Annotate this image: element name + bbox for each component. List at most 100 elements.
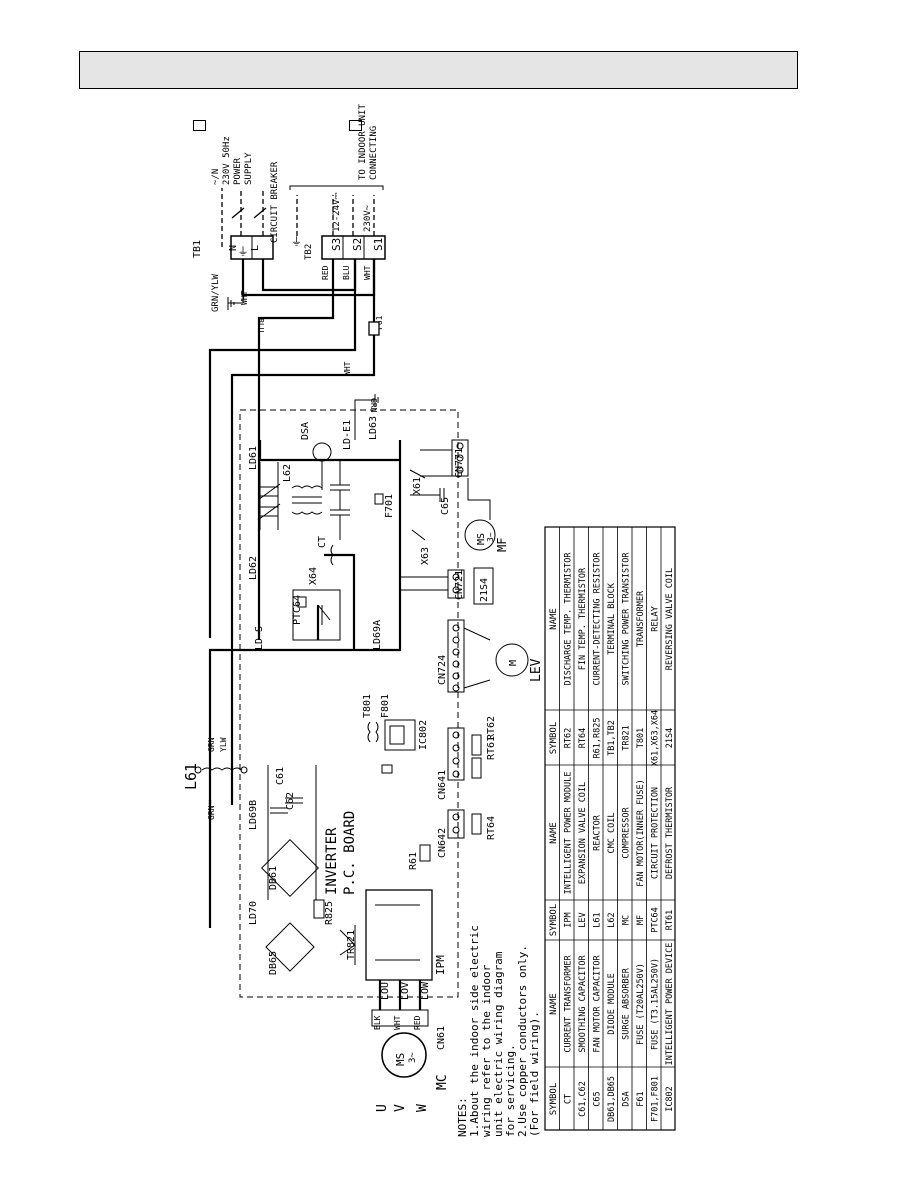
legend-name-cell: DIODE MODULE <box>607 973 617 1034</box>
svg-text:LEV: LEV <box>529 658 544 682</box>
svg-text:F701: F701 <box>384 494 395 518</box>
svg-text:C65: C65 <box>440 497 451 515</box>
legend-symbol-cell: IC802 <box>665 1086 675 1112</box>
svg-text:X63: X63 <box>420 547 431 565</box>
legend-symbol-cell: RT62 <box>564 728 574 748</box>
svg-text:C61: C61 <box>275 767 286 785</box>
component-labels: LD61 LD62 LD63 LD-E1 LD-S LD69A LD69B LD… <box>182 416 544 1112</box>
legend-name-cell: TRANSFORMER <box>636 590 646 647</box>
supply-line: 230V 50Hz <box>222 136 232 185</box>
svg-text:LD63: LD63 <box>368 416 379 440</box>
svg-text:L62: L62 <box>282 464 293 482</box>
svg-text:CN721: CN721 <box>454 570 465 600</box>
legend-symbol-cell: LEV <box>578 912 588 927</box>
svg-text:LOV: LOV <box>400 982 411 1000</box>
tb1-block: TB1 ⏚ N L CIRCUIT BREAKER ~/N 230V 50Hz … <box>192 136 280 312</box>
notes-line: 2.Use copper conductors only. <box>516 945 529 1137</box>
supply-line: SUPPLY <box>244 152 254 185</box>
svg-text:PTC64: PTC64 <box>292 595 303 625</box>
indoor-line: TO INDOOR UNIT <box>358 104 368 180</box>
voltage-dc: 12-24V⎓ <box>332 192 342 232</box>
svg-text:LD69B: LD69B <box>248 800 259 830</box>
tb1-terminal: N <box>228 245 239 251</box>
svg-text:TR821: TR821 <box>346 930 357 960</box>
legend-name-cell: COMPRESSOR <box>622 807 632 859</box>
legend-name-cell: DEFROST THERMISTOR <box>665 786 675 879</box>
svg-text:RT62: RT62 <box>486 716 497 740</box>
legend-symbol-cell: F701,F801 <box>651 1076 661 1122</box>
tb2-terminal: S3 <box>330 238 343 251</box>
svg-text:MF: MF <box>495 538 509 552</box>
wire-label-grn: GRN <box>369 398 378 413</box>
notes-line: NOTES: <box>456 1097 469 1137</box>
svg-text:M: M <box>508 660 519 666</box>
wire-label-wht: WHT <box>343 361 352 376</box>
legend-name-cell: FUSE (T3.15AL250V) <box>651 958 661 1050</box>
svg-text:LD70: LD70 <box>248 901 259 925</box>
legend-name-cell: REACTOR <box>593 814 603 851</box>
svg-text:YLW: YLW <box>219 737 228 752</box>
legend-name-cell: REVERSING VALVE COIL <box>665 568 675 670</box>
notes-line: unit electric wiring diagram <box>492 951 505 1137</box>
legend-symbol-cell: L61 <box>593 912 603 927</box>
svg-text:LD-S: LD-S <box>254 626 265 650</box>
tb1-terminal: ⏚ <box>238 245 249 258</box>
svg-text:LD-E1: LD-E1 <box>342 420 353 450</box>
header-bar <box>79 51 798 89</box>
legend-header: NAME <box>549 993 559 1015</box>
svg-text:DSA: DSA <box>300 422 311 440</box>
notes-block: NOTES: 1.About the indoor side electric … <box>456 925 541 1137</box>
legend-symbol-cell: MC <box>622 915 632 925</box>
ground-symbol: ⏚ <box>291 235 302 248</box>
legend-name-cell: FUSE (T20AL250V) <box>636 963 646 1045</box>
svg-text:3~: 3~ <box>486 532 495 542</box>
legend-symbol-cell: DSA <box>622 1091 632 1106</box>
legend-symbol-cell: F61 <box>636 1091 646 1106</box>
svg-text:LOU: LOU <box>380 982 391 1000</box>
supply-line: POWER <box>233 157 243 185</box>
legend-name-cell: CMC COIL <box>607 813 617 854</box>
svg-text:X64: X64 <box>308 567 319 585</box>
legend-name-cell: SWITCHING POWER TRANSISTOR <box>622 552 632 686</box>
svg-text:F801: F801 <box>380 694 391 718</box>
wire-label-blu: BLU <box>342 265 351 280</box>
svg-text:WHT: WHT <box>393 1015 402 1030</box>
svg-text:DB61: DB61 <box>268 866 279 890</box>
legend-symbol-cell: CT <box>564 1094 574 1104</box>
indoor-line: CONNECTING <box>369 126 379 180</box>
supply-line: ~/N <box>211 169 221 185</box>
svg-text:21S4: 21S4 <box>479 578 490 602</box>
svg-text:GRN: GRN <box>207 737 216 752</box>
legend-symbol-cell: PTC64 <box>651 907 661 933</box>
svg-text:T801: T801 <box>362 694 373 718</box>
notes-line: 1.About the indoor side electric <box>468 925 481 1137</box>
fuse-f61 <box>368 321 380 336</box>
legend-name-cell: RELAY <box>651 606 661 632</box>
legend-name-cell: INTELLIGENT POWER MODULE <box>564 772 574 895</box>
legend-name-cell: EXPANSION VALVE COIL <box>578 782 588 884</box>
svg-text:CN771: CN771 <box>454 448 465 478</box>
svg-text:V: V <box>393 1104 408 1112</box>
tb2-terminal: S2 <box>351 238 364 251</box>
legend-header: SYMBOL <box>549 904 559 937</box>
legend-symbol-cell: L62 <box>607 912 617 927</box>
svg-text:CN724: CN724 <box>437 655 448 685</box>
notes-line: for servicing. <box>504 1044 517 1137</box>
legend-symbol-cell: R61,R825 <box>593 718 603 759</box>
legend-name-cell: FAN MOTOR(INNER FUSE) <box>636 779 646 886</box>
legend-symbol-cell: TR821 <box>622 725 632 751</box>
notes-line: wiring refer to the indoor <box>480 964 493 1137</box>
svg-text:DB65: DB65 <box>268 951 279 975</box>
svg-text:R825: R825 <box>324 901 335 925</box>
svg-text:3~: 3~ <box>408 1052 418 1063</box>
legend-name-cell: INTELLIGENT POWER DEVICE <box>665 943 675 1066</box>
wire-label-wht: WHT <box>240 290 249 305</box>
svg-text:P.C. BOARD: P.C. BOARD <box>342 811 358 895</box>
svg-text:CN642: CN642 <box>437 828 448 858</box>
notes-line: (For field wiring). <box>528 1011 541 1137</box>
breaker-label: CIRCUIT BREAKER <box>270 161 280 243</box>
legend-symbol-cell: RT61 <box>665 910 675 930</box>
svg-text:BLK: BLK <box>373 1015 382 1030</box>
legend-header: NAME <box>549 822 559 844</box>
pc-board-outline <box>239 409 459 998</box>
